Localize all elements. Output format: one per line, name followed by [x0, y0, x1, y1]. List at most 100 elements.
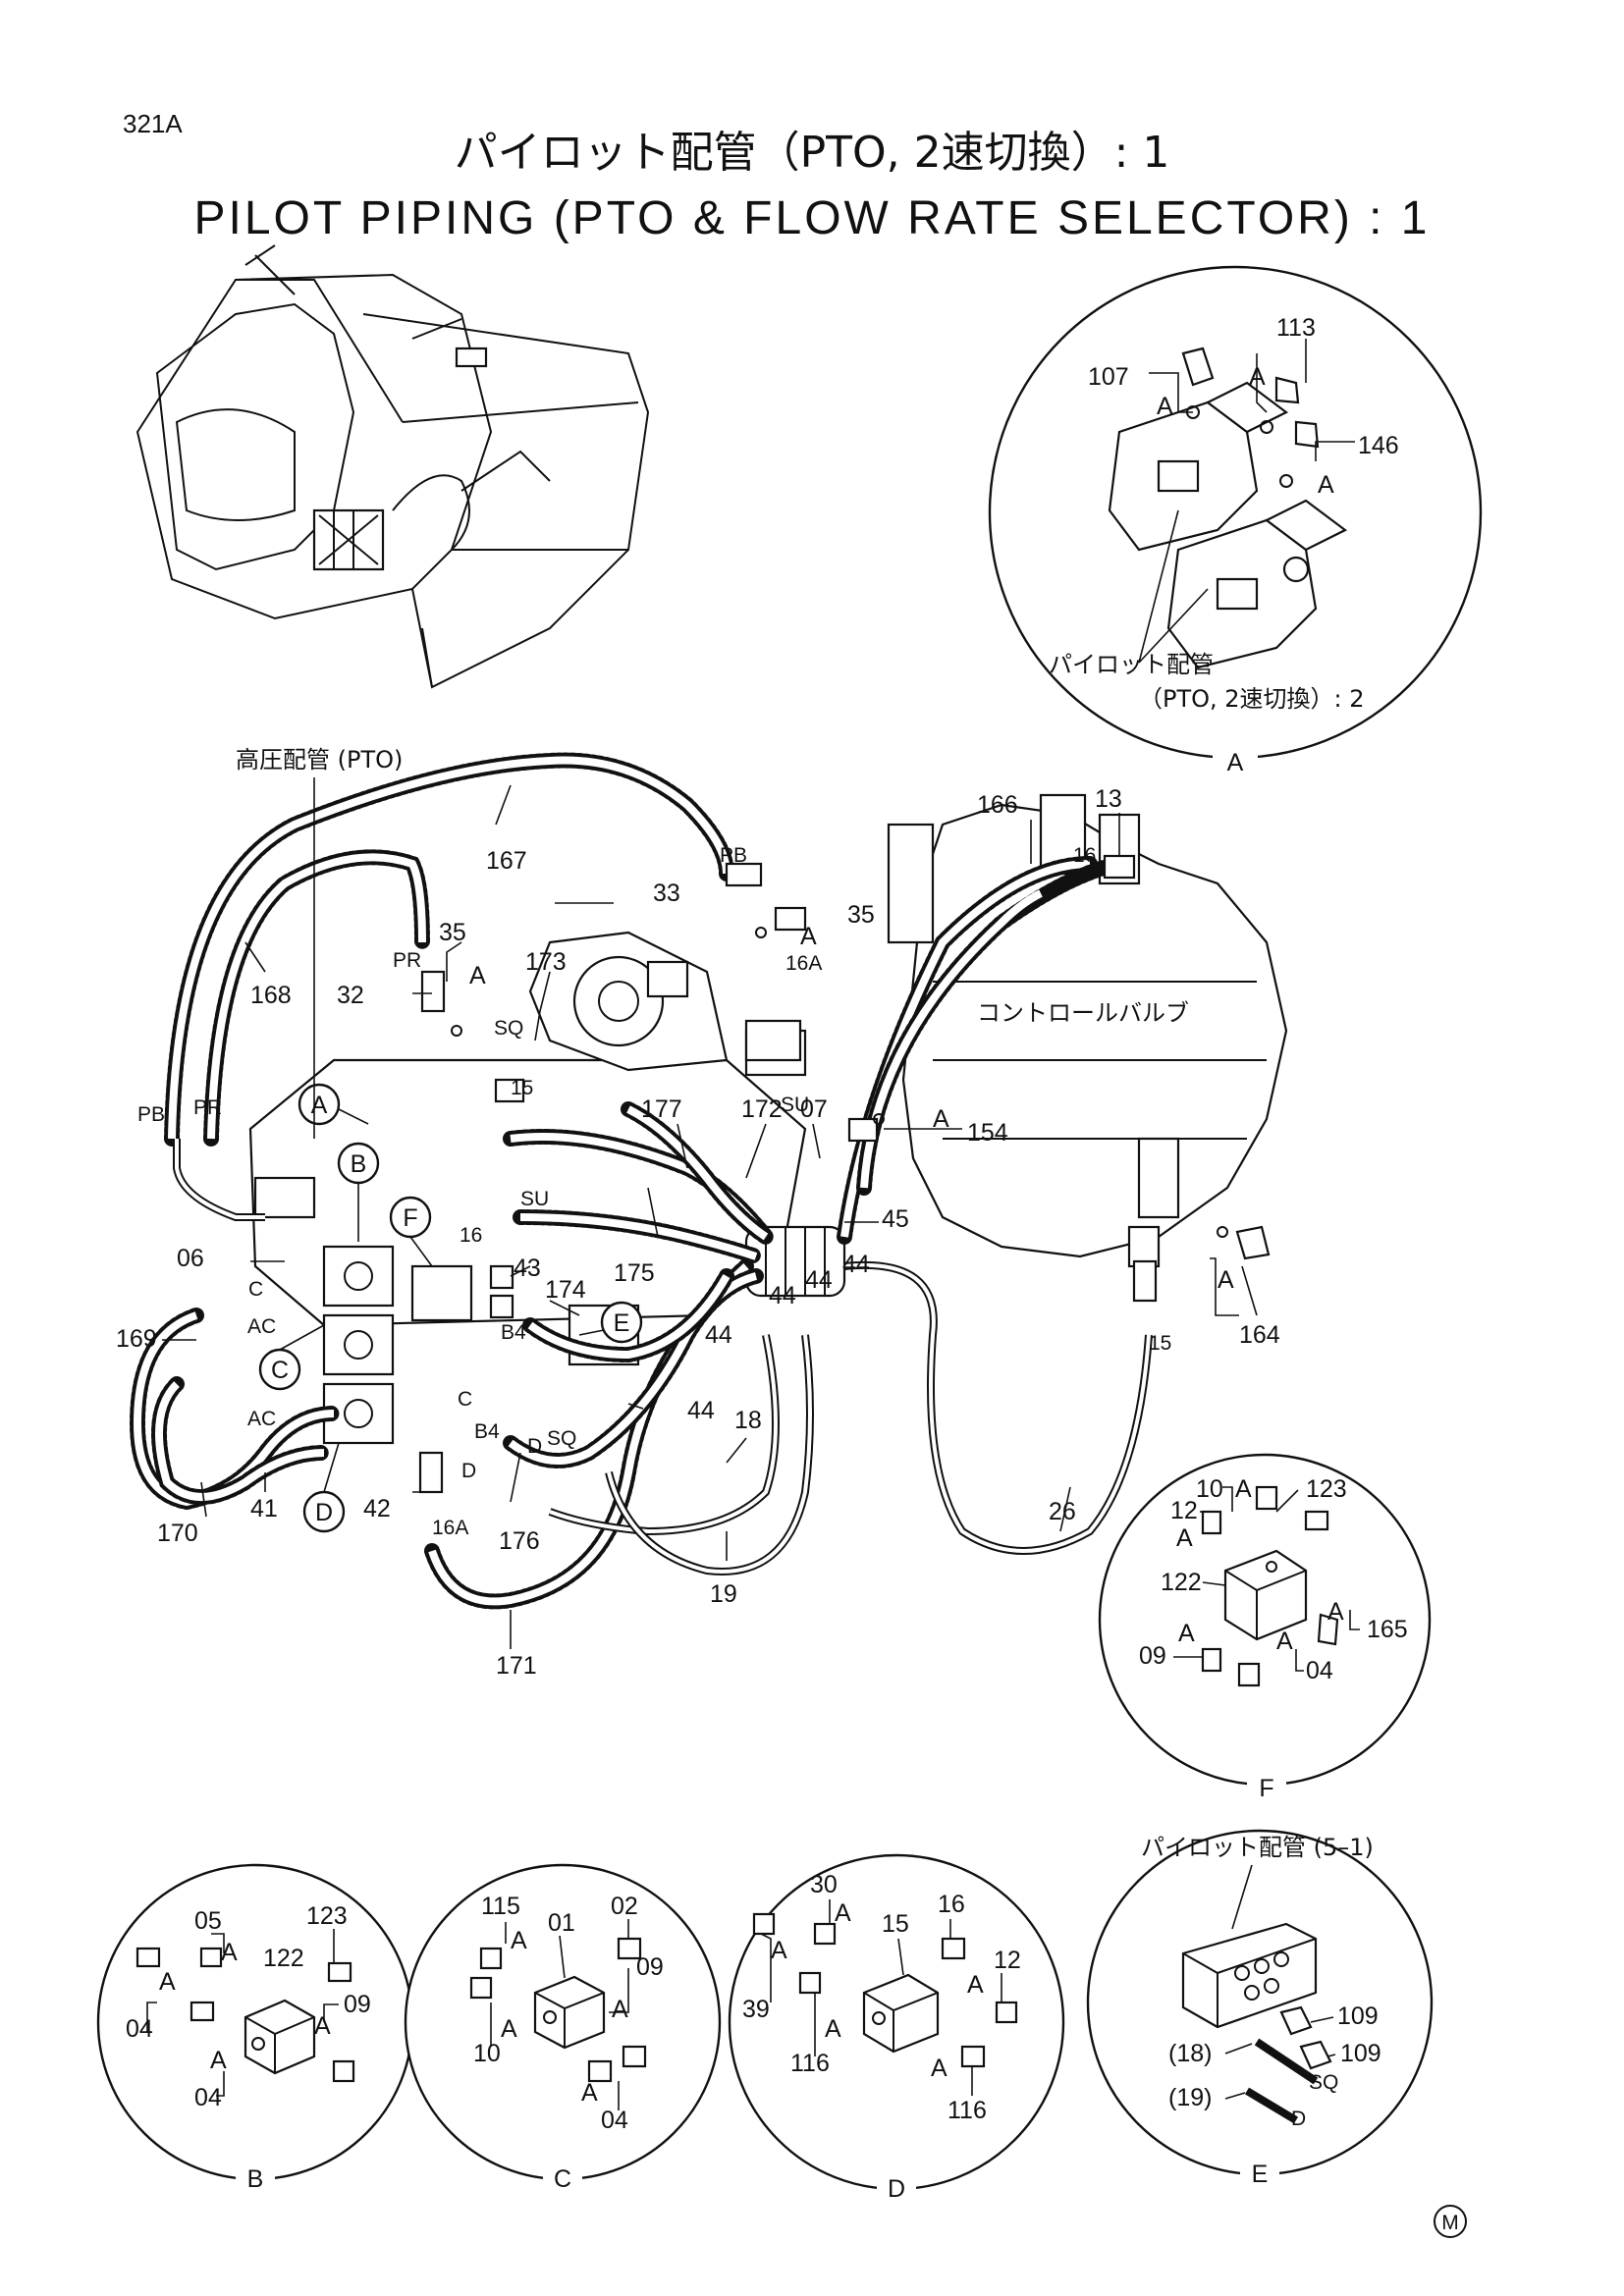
part-label-39: 39	[742, 1996, 770, 2023]
a-mark: A	[800, 923, 817, 950]
part-label-01: 01	[548, 1909, 575, 1937]
part-label-169: 169	[116, 1325, 157, 1353]
part-label-165: 165	[1367, 1616, 1408, 1643]
detail-e: パイロット配管 (5–1) 109 109 (18) (19) SQ D E	[1086, 1829, 1434, 2188]
port-b4: B4	[474, 1420, 500, 1443]
part-label-04: 04	[194, 2084, 222, 2111]
part-label-33: 33	[653, 880, 680, 907]
part-label-19: 19	[710, 1580, 737, 1608]
a-mark: A	[581, 2079, 598, 2107]
detail-b: 05 122 123 09 04 04 A A A A B	[96, 1863, 414, 2193]
note-pilot-piping-sub: （PTO, 2速切換）: 2	[1139, 685, 1365, 713]
part-label-05: 05	[194, 1907, 222, 1935]
part-label-16a: 16A	[432, 1517, 468, 1539]
a-mark: A	[1218, 1266, 1234, 1294]
a-mark: A	[210, 2047, 227, 2074]
maker-mark-letter: M	[1441, 2212, 1459, 2234]
part-label-44: 44	[705, 1321, 732, 1349]
detail-f: 10 123 12 122 165 09 04 A A A A A F	[1098, 1453, 1432, 1802]
hoses	[129, 752, 1127, 1610]
part-label-16: 16	[1073, 844, 1096, 867]
callout-f: F	[403, 1204, 417, 1232]
part-label-02: 02	[611, 1893, 638, 1920]
callout-a: A	[311, 1092, 328, 1119]
port-sq: SQ	[1309, 2071, 1338, 2094]
part-label-04: 04	[126, 2015, 153, 2043]
part-label-09: 09	[636, 1953, 664, 1981]
part-label-168: 168	[250, 982, 292, 1009]
a-mark: A	[1157, 393, 1173, 420]
part-label-15: 15	[511, 1077, 533, 1099]
part-label-44: 44	[842, 1251, 870, 1278]
a-mark: A	[501, 2015, 517, 2043]
part-label-109: 109	[1337, 2002, 1379, 2030]
a-mark: A	[933, 1105, 949, 1133]
detail-a: 107 113 146 A A A パイロット配管 （PTO, 2速切換）: 2…	[988, 265, 1483, 776]
detail-letter-c: C	[554, 2165, 571, 2193]
port-ac: AC	[247, 1315, 276, 1338]
port-pr: PR	[193, 1096, 222, 1119]
a-mark: A	[314, 2012, 331, 2040]
part-label-04: 04	[1306, 1657, 1333, 1684]
port-c: C	[248, 1278, 263, 1301]
a-mark: A	[1249, 363, 1266, 391]
port-pb: PB	[137, 1103, 165, 1126]
part-label-18: (18)	[1168, 2040, 1212, 2067]
port-sq: SQ	[494, 1017, 523, 1040]
part-label-44: 44	[805, 1266, 833, 1294]
port-d: D	[1291, 2108, 1306, 2130]
part-label-18: 18	[734, 1407, 762, 1434]
part-label-15: 15	[1149, 1332, 1171, 1355]
part-label-15: 15	[882, 1910, 909, 1938]
part-label-123: 123	[1306, 1475, 1347, 1503]
part-label-42: 42	[363, 1495, 391, 1522]
part-label-35: 35	[439, 919, 466, 946]
part-label-13: 13	[1095, 785, 1122, 813]
maker-mark: M	[1434, 2205, 1467, 2238]
part-label-44: 44	[687, 1397, 715, 1424]
a-mark: A	[1327, 1598, 1344, 1626]
part-label-172: 172	[741, 1095, 783, 1123]
part-label-170: 170	[157, 1520, 198, 1547]
callout-d: D	[315, 1499, 333, 1526]
label-control-valve: コントロールバルブ	[977, 999, 1189, 1027]
excavator-overview	[135, 244, 650, 689]
a-mark: A	[771, 1937, 787, 1964]
part-label-109: 109	[1340, 2040, 1381, 2067]
callout-c: C	[271, 1357, 289, 1384]
part-label-122: 122	[1161, 1569, 1202, 1596]
port-b4: B4	[501, 1321, 526, 1344]
callout-e: E	[614, 1309, 630, 1337]
detail-letter-e: E	[1252, 2161, 1269, 2188]
main-fittings	[418, 854, 1271, 1494]
part-label-19: (19)	[1168, 2084, 1212, 2111]
port-ac: AC	[247, 1408, 276, 1430]
detail-letter-b: B	[247, 2165, 264, 2193]
part-label-16a: 16A	[785, 952, 822, 975]
port-sq: SQ	[547, 1427, 576, 1450]
port-d: D	[461, 1460, 476, 1482]
part-label-116: 116	[947, 2097, 987, 2124]
detail-letter-d: D	[888, 2175, 905, 2203]
part-label-115: 115	[481, 1893, 520, 1920]
part-label-107: 107	[1088, 363, 1129, 391]
part-label-06: 06	[177, 1245, 204, 1272]
detail-letter-f: F	[1259, 1775, 1273, 1802]
a-mark: A	[1318, 471, 1334, 499]
note-pilot-piping: パイロット配管	[1049, 651, 1214, 678]
part-label-166: 166	[977, 791, 1018, 819]
part-label-09: 09	[1139, 1642, 1166, 1670]
a-mark: A	[1276, 1628, 1293, 1655]
part-label-176: 176	[499, 1527, 540, 1555]
part-label-41: 41	[250, 1495, 278, 1522]
port-c: C	[458, 1388, 472, 1411]
part-label-122: 122	[263, 1945, 304, 1972]
part-label-12: 12	[1170, 1497, 1198, 1524]
part-label-10: 10	[473, 2040, 501, 2067]
a-mark: A	[1235, 1475, 1252, 1503]
part-label-32: 32	[337, 982, 364, 1009]
part-label-173: 173	[525, 948, 567, 976]
part-label-35: 35	[847, 901, 875, 929]
part-label-30: 30	[810, 1871, 838, 1898]
